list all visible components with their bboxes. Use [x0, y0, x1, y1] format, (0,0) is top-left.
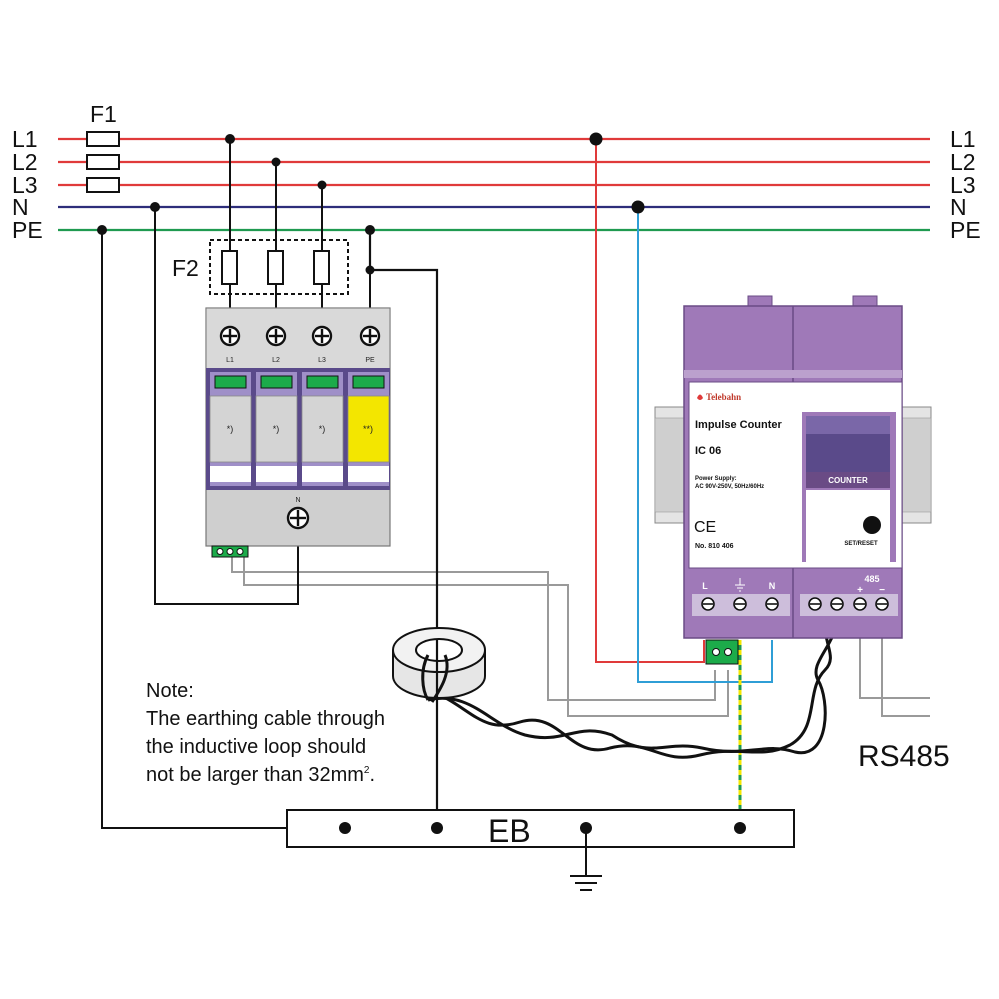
bus-label-l3-left: L3 — [12, 172, 38, 198]
bus-label-pe-right: PE — [950, 217, 981, 243]
spd-module-label-1: *) — [227, 424, 234, 434]
bus-label-l3-right: L3 — [950, 172, 976, 198]
impulse-counter-device: Telebahn Impulse Counter IC 06 Power Sup… — [654, 295, 932, 665]
bus-label-l1-left: L1 — [12, 126, 38, 152]
inductive-loop — [392, 627, 486, 703]
junction-dots — [97, 132, 746, 834]
bus-label-l1-right: L1 — [950, 126, 976, 152]
neutral-return-wire — [154, 207, 299, 605]
ce-mark: CE — [694, 519, 716, 536]
fuse-f1: F1 — [86, 101, 120, 193]
twisted-pair-cable — [427, 611, 840, 759]
bus-label-n-right: N — [950, 194, 967, 220]
counter-display-label: COUNTER — [828, 476, 868, 485]
bus-label-l2-right: L2 — [950, 149, 976, 175]
telebahn-logo: Telebahn — [697, 392, 741, 402]
bus-label-n-left: N — [12, 194, 29, 220]
counter-power-rating: AC 90V-250V, 50Hz/60Hz — [695, 484, 764, 490]
fuse-f1-label: F1 — [90, 101, 117, 127]
counter-terminal-l: L — [702, 581, 708, 591]
rs485-wires — [859, 612, 930, 717]
counter-title: Impulse Counter — [695, 419, 783, 431]
counter-power-label: Power Supply: — [695, 476, 737, 482]
bus-labels-left: L1 L2 L3 N PE — [12, 126, 43, 243]
fuse-f2-label: F2 — [172, 255, 199, 281]
earthing-bar: EB — [286, 809, 795, 891]
spd-n-label: N — [295, 497, 300, 504]
pe-wire-to-eb — [101, 230, 345, 829]
counter-loop-connector — [705, 639, 739, 665]
note-line-2: the inductive loop should — [146, 736, 366, 758]
counter-supply-n — [637, 207, 773, 683]
counter-terminal-plus: + — [857, 585, 863, 596]
spd-module-label-3: *) — [319, 424, 326, 434]
ground-symbol-icon — [570, 875, 602, 891]
spd-terminal-label-l2: L2 — [272, 357, 280, 364]
surge-protection-device: L1 L2 L3 PE *) *) *) **) N — [205, 307, 391, 558]
counter-supply-l1 — [595, 139, 705, 663]
bus-lines — [58, 137, 930, 232]
spd-module-label-2: *) — [273, 424, 280, 434]
note-block: Note: The earthing cable through the ind… — [146, 680, 385, 786]
counter-number: No. 810 406 — [695, 543, 734, 550]
bus-label-l2-left: L2 — [12, 149, 38, 175]
spd-module-label-pe: **) — [363, 424, 373, 434]
rs485-label: RS485 — [858, 740, 950, 773]
spd-terminal-label-l3: L3 — [318, 357, 326, 364]
counter-terminal-485: 485 — [864, 574, 879, 584]
counter-terminal-n: N — [769, 581, 776, 591]
note-heading: Note: — [146, 680, 194, 702]
spd-top-terminals — [219, 325, 381, 347]
signal-wires-grey — [231, 556, 729, 717]
counter-terminal-minus: − — [879, 585, 885, 596]
set-reset-button[interactable] — [863, 516, 881, 534]
spd-modules — [209, 372, 390, 486]
spd-remote-contact — [211, 545, 249, 558]
note-line-1: The earthing cable through — [146, 708, 385, 730]
bus-label-pe-left: PE — [12, 217, 43, 243]
set-reset-label: SET/RESET — [844, 541, 878, 547]
earthing-bar-label: EB — [488, 813, 531, 849]
counter-model: IC 06 — [695, 445, 721, 457]
spd-terminal-label-l1: L1 — [226, 357, 234, 364]
svg-text:Telebahn: Telebahn — [706, 392, 741, 402]
bus-labels-right: L1 L2 L3 N PE — [950, 126, 981, 243]
note-line-3: not be larger than 32mm2. — [146, 764, 375, 786]
earth-symbol-icon — [735, 578, 745, 592]
spd-terminal-label-pe: PE — [365, 357, 375, 364]
fuse-f2: F2 — [172, 139, 371, 312]
